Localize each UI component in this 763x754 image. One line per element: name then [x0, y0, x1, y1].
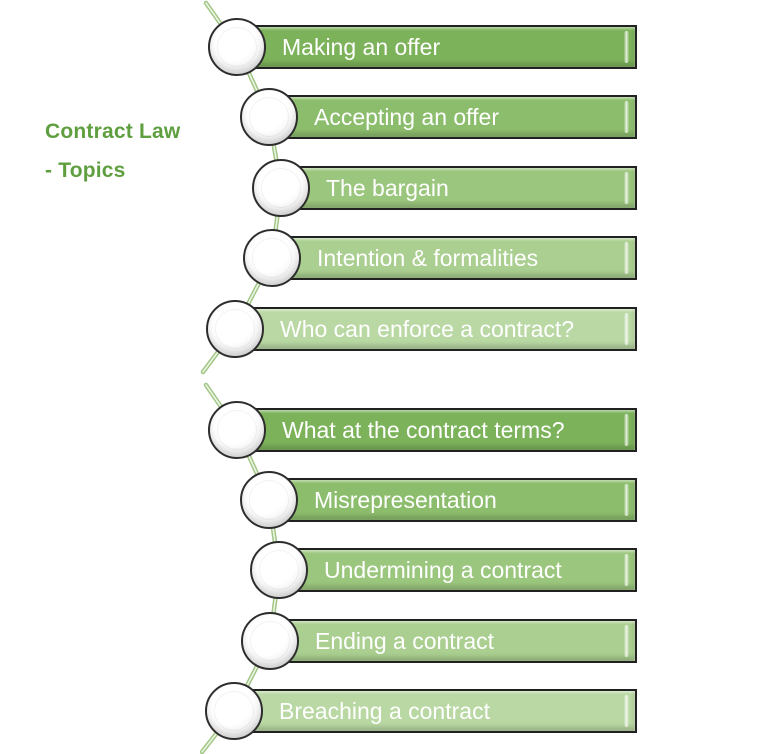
topic-node-circle	[243, 229, 301, 287]
topic-bar: The bargain	[281, 166, 637, 210]
topic-label: Making an offer	[282, 34, 441, 60]
topic-node-circle	[205, 682, 263, 740]
diagram-title-line-1: Contract Law	[45, 120, 181, 143]
topic-node-circle	[208, 18, 266, 76]
topic-label: Breaching a contract	[279, 698, 490, 724]
topic-bar: Accepting an offer	[269, 95, 637, 139]
topic-label: The bargain	[326, 175, 449, 201]
topic-bar: Ending a contract	[270, 619, 637, 663]
topic-node-circle	[250, 541, 308, 599]
topic-label: Intention & formalities	[317, 245, 539, 271]
topic-bar: Misrepresentation	[269, 478, 637, 522]
topic-node-circle	[241, 612, 299, 670]
topic-bar: Who can enforce a contract?	[235, 307, 637, 351]
topic-label: Misrepresentation	[314, 487, 497, 513]
topic-bar: Intention & formalities	[272, 236, 637, 280]
diagram-title-line-2: - Topics	[45, 159, 126, 182]
diagram-title: Contract Law - Topics	[45, 112, 180, 190]
topic-node-circle	[240, 471, 298, 529]
topic-label: Who can enforce a contract?	[280, 316, 575, 342]
topic-node-circle	[208, 401, 266, 459]
topic-label: What at the contract terms?	[282, 417, 565, 443]
topic-bar: Breaching a contract	[234, 689, 637, 733]
topic-bar: What at the contract terms?	[237, 408, 637, 452]
topic-node-circle	[252, 159, 310, 217]
topic-label: Accepting an offer	[314, 104, 499, 130]
topic-bar: Making an offer	[237, 25, 637, 69]
topic-node-circle	[206, 300, 264, 358]
topic-node-circle	[240, 88, 298, 146]
topic-label: Ending a contract	[315, 628, 495, 654]
topic-bar: Undermining a contract	[279, 548, 637, 592]
topic-label: Undermining a contract	[324, 557, 562, 583]
